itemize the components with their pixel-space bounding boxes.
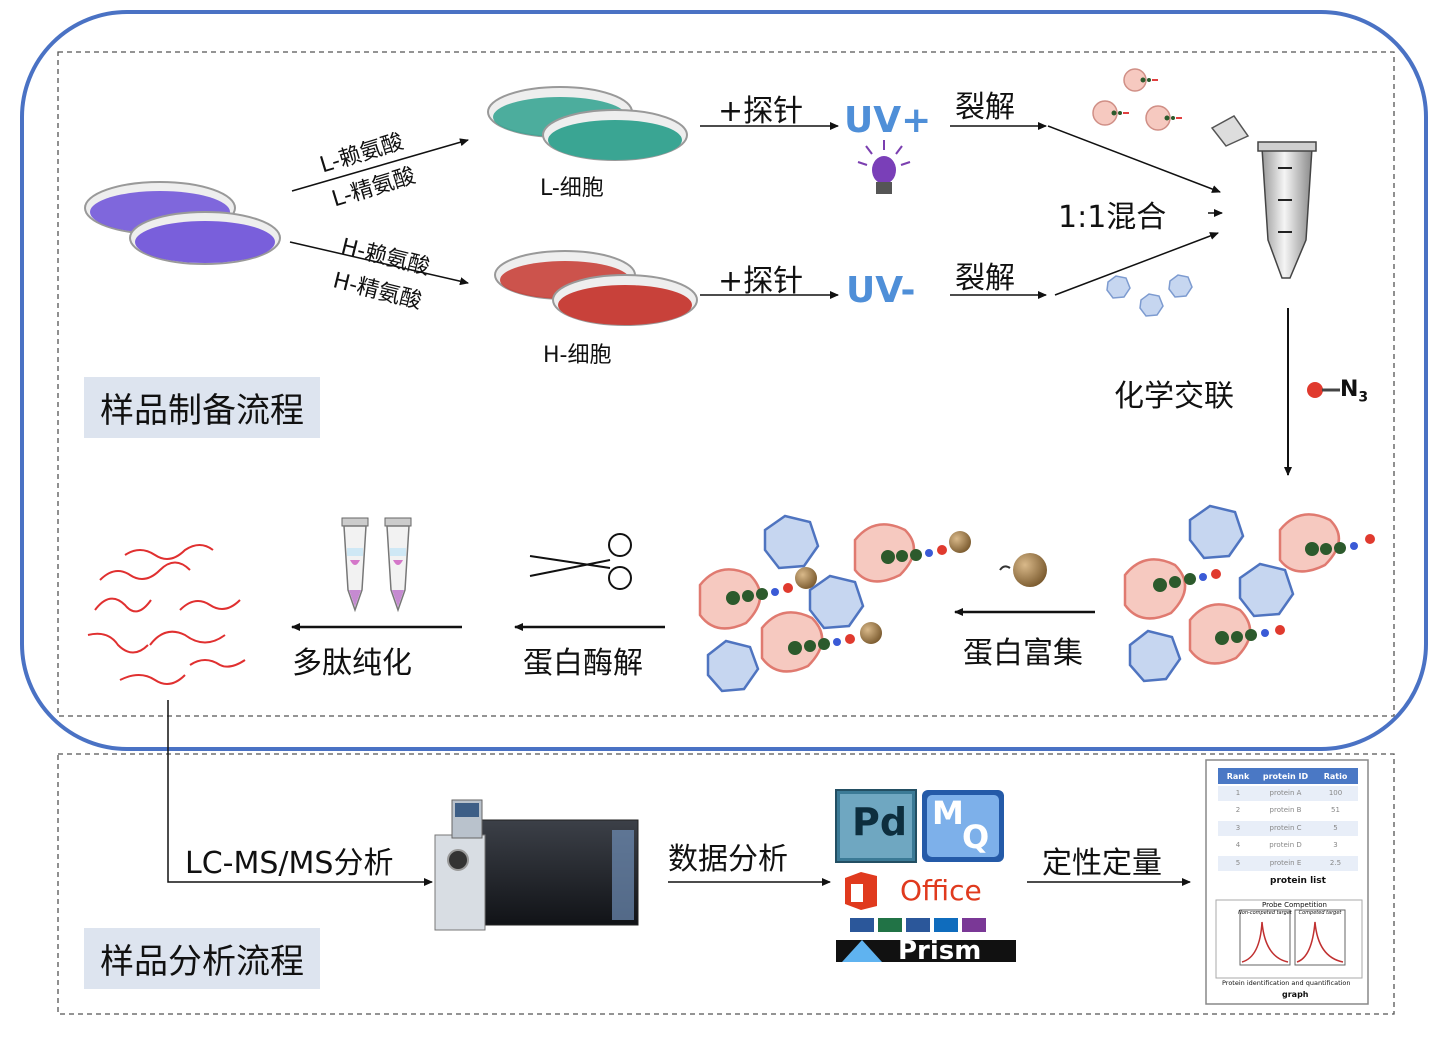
red-dish-icon: [494, 250, 698, 326]
enriched-protein-cluster-icon: [698, 514, 971, 693]
cell-protein: protein A: [1269, 788, 1302, 797]
table-row: 5 protein E 2.5: [1218, 854, 1358, 872]
cell-rank: 4: [1235, 841, 1241, 850]
data-analysis-label: 数据分析: [668, 842, 788, 877]
crosslinked-protein-cluster-icon: [1123, 504, 1375, 683]
cell-protein: protein D: [1269, 841, 1302, 850]
prep-section-label: 样品制备流程: [84, 377, 320, 438]
report-footer: Protein identification and quantificatio…: [1222, 979, 1351, 987]
uv-plus-label: UV+: [844, 100, 932, 141]
maxquant-icon: [922, 790, 1004, 862]
mq-logo-q: Q: [962, 818, 990, 856]
cell-protein: protein B: [1269, 806, 1302, 815]
cell-ratio: 100: [1328, 788, 1343, 797]
table-row: 4 protein D 3: [1218, 837, 1358, 855]
report-header-ratio: Ratio: [1323, 771, 1348, 781]
azide-subscript: 3: [1358, 389, 1369, 406]
probe-label-top: +探针: [718, 94, 804, 129]
eppendorf-tube-icon: [1210, 115, 1317, 279]
spin-column-icon: [341, 517, 412, 613]
cell-rank: 2: [1235, 806, 1241, 815]
mq-logo-m: M: [932, 794, 964, 832]
prism-icon: [836, 940, 1016, 962]
purify-label: 多肽纯化: [292, 646, 412, 681]
table-row: 1 protein A 100: [1218, 784, 1358, 802]
cell-rank: 3: [1235, 823, 1241, 832]
mass-spectrometer-icon: [434, 799, 639, 931]
office-icon: [845, 872, 986, 932]
report-table: Rank protein ID Ratio 1 protein A 100 2 …: [1218, 768, 1358, 872]
teal-dish-icon: [487, 86, 688, 161]
cell-protein: protein E: [1269, 858, 1302, 867]
lysis-label-top: 裂解: [955, 90, 1015, 125]
quant-label: 定性定量: [1042, 846, 1162, 881]
cell-ratio: 2.5: [1329, 858, 1342, 867]
pd-logo-text: Pd: [852, 800, 908, 844]
cell-rank: 1: [1235, 788, 1241, 797]
lcms-label: LC-MS/MS分析: [185, 846, 394, 881]
cell-rank: 5: [1235, 858, 1241, 867]
azide-n: N: [1340, 377, 1359, 402]
prep-dashed-box: [57, 51, 1395, 717]
azide-icon: [1307, 382, 1340, 398]
office-logo-text: Office: [900, 874, 982, 907]
cell-ratio: 51: [1331, 806, 1340, 815]
crosslink-label: 化学交联: [1114, 379, 1234, 414]
analysis-dashed-box: [57, 753, 1395, 1015]
h-cell-label: H-细胞: [543, 343, 612, 368]
uv-minus-label: UV-: [846, 270, 916, 311]
lysis-label-bottom: 裂解: [955, 261, 1015, 296]
labeled-protein-small-icons: [1092, 68, 1182, 131]
azide-label: N3: [1340, 377, 1368, 405]
report-card-icon: [1205, 759, 1369, 1005]
analysis-section-label: 样品分析流程: [84, 928, 320, 989]
report-left-panel-label: Non-competed target: [1238, 910, 1292, 916]
report-list-caption: protein list: [1270, 876, 1326, 886]
report-graph-caption: graph: [1282, 990, 1309, 999]
peptides-icon: [87, 544, 246, 685]
cell-protein: protein C: [1269, 823, 1302, 832]
report-right-panel-label: Competed target: [1298, 910, 1342, 916]
enrich-label: 蛋白富集: [963, 636, 1083, 671]
prism-logo-text: Prism: [898, 936, 982, 962]
bead-icon: [999, 553, 1047, 587]
scissors-icon: [529, 533, 632, 590]
uv-bulb-icon: [857, 140, 911, 194]
unlabeled-protein-small-icons: [1106, 274, 1193, 317]
l-cell-label: L-细胞: [540, 176, 604, 201]
report-header-protein: protein ID: [1262, 771, 1309, 781]
purple-dish-icon: [84, 181, 281, 265]
report-header-row: Rank protein ID Ratio: [1218, 768, 1358, 784]
proteome-discoverer-icon: [835, 789, 917, 863]
report-header-rank: Rank: [1226, 771, 1250, 781]
probe-label-bottom: +探针: [718, 264, 804, 299]
mix-label: 1:1混合: [1058, 200, 1167, 235]
cell-ratio: 3: [1333, 841, 1338, 850]
table-row: 2 protein B 51: [1218, 802, 1358, 820]
table-row: 3 protein C 5: [1218, 819, 1358, 837]
digest-label: 蛋白酶解: [523, 646, 643, 681]
cell-ratio: 5: [1333, 823, 1338, 832]
prep-frame: [20, 10, 1428, 751]
report-chart-title: Probe Competition: [1262, 901, 1327, 909]
